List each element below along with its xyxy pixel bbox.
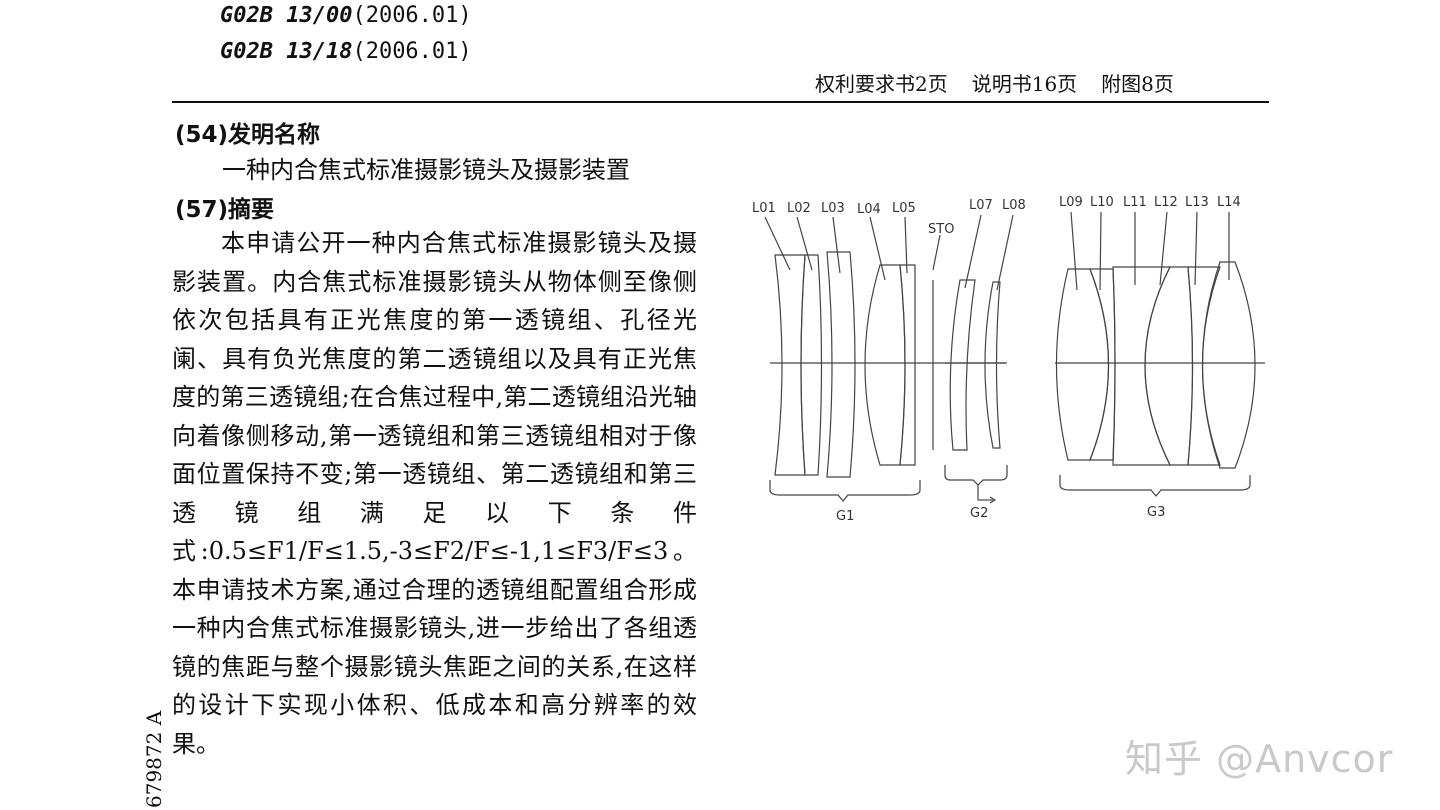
classification-row-1: G02B 13/00(2006.01) [220, 0, 472, 28]
lens-l03 [826, 251, 856, 478]
leader-line [964, 214, 982, 289]
ipc-version: (2006.01) [352, 39, 472, 64]
label-l08: L08 [1002, 198, 1026, 213]
claims-pages: 权利要求书2页 [815, 72, 948, 96]
label-l11: L11 [1123, 195, 1147, 210]
drawings-pages: 附图8页 [1101, 72, 1174, 96]
label-l14: L14 [1217, 195, 1241, 210]
leader-line [904, 216, 908, 274]
label-l03: L03 [821, 201, 845, 216]
leader-line [796, 216, 813, 271]
group-bracket-g3 [1059, 475, 1251, 497]
leader-line [932, 234, 941, 271]
publication-number-text: 679872 A [142, 710, 166, 808]
label-l01: L01 [752, 201, 776, 216]
label-l13: L13 [1185, 195, 1209, 210]
section-54-heading: (54)发明名称 [175, 122, 321, 148]
leader-line [1159, 211, 1168, 286]
ipc-version: (2006.01) [352, 3, 472, 28]
invention-title: 一种内合焦式标准摄影镜头及摄影装置 [222, 156, 630, 184]
group-bracket-g2 [944, 465, 1008, 486]
focus-move-arrow [989, 496, 997, 504]
leader-line [764, 216, 791, 271]
label-l07: L07 [969, 198, 993, 213]
label-l02: L02 [787, 201, 811, 216]
lens-l05 [899, 264, 916, 466]
lens-l08 [984, 281, 1001, 449]
label-l04: L04 [857, 202, 881, 217]
label-l10: L10 [1090, 195, 1114, 210]
label-g3: G3 [1147, 505, 1165, 520]
leader-line [1194, 211, 1198, 286]
label-stop: STO [928, 222, 954, 237]
label-l12: L12 [1154, 195, 1178, 210]
lens-l02 [800, 254, 823, 476]
label-l05: L05 [892, 201, 916, 216]
page-counts: 权利要求书2页说明书16页附图8页 [815, 68, 1174, 97]
lens-l07 [949, 279, 976, 451]
label-g2: G2 [970, 506, 988, 521]
lens-l12 [1144, 266, 1194, 466]
leader-line [996, 214, 1014, 291]
ipc-code: G02B 13/00 [220, 3, 353, 28]
lens-l13 [1187, 266, 1221, 466]
lens-diagram: L01 L02 L03 L04 L05 STO L07 L08 L09 L10 … [752, 195, 1265, 524]
abstract-text: 本申请公开一种内合焦式标准摄影镜头及摄影装置。内合焦式标准摄影镜头从物体侧至像侧… [172, 229, 697, 758]
ipc-code: G02B 13/18 [220, 39, 353, 64]
label-g1: G1 [836, 509, 854, 524]
lens-l09 [1055, 268, 1110, 461]
leader-line [1070, 211, 1078, 291]
watermark: 知乎 @Anvcor [1125, 737, 1394, 781]
lens-l04 [864, 264, 906, 466]
classification-row-2: G02B 13/18(2006.01) [220, 36, 472, 64]
lens-l11 [1112, 266, 1171, 466]
leader-line [1099, 211, 1102, 291]
label-l09: L09 [1059, 195, 1083, 210]
description-pages: 说明书16页 [971, 72, 1078, 96]
group-bracket-g1 [769, 480, 921, 502]
publication-number: 679872 A [134, 700, 174, 810]
leader-line [869, 216, 886, 281]
leader-line [832, 216, 841, 274]
header-divider [172, 101, 1269, 103]
lens-l14 [1201, 261, 1256, 469]
section-57-heading: (57)摘要 [175, 197, 275, 223]
lens-l10 [1089, 268, 1116, 461]
